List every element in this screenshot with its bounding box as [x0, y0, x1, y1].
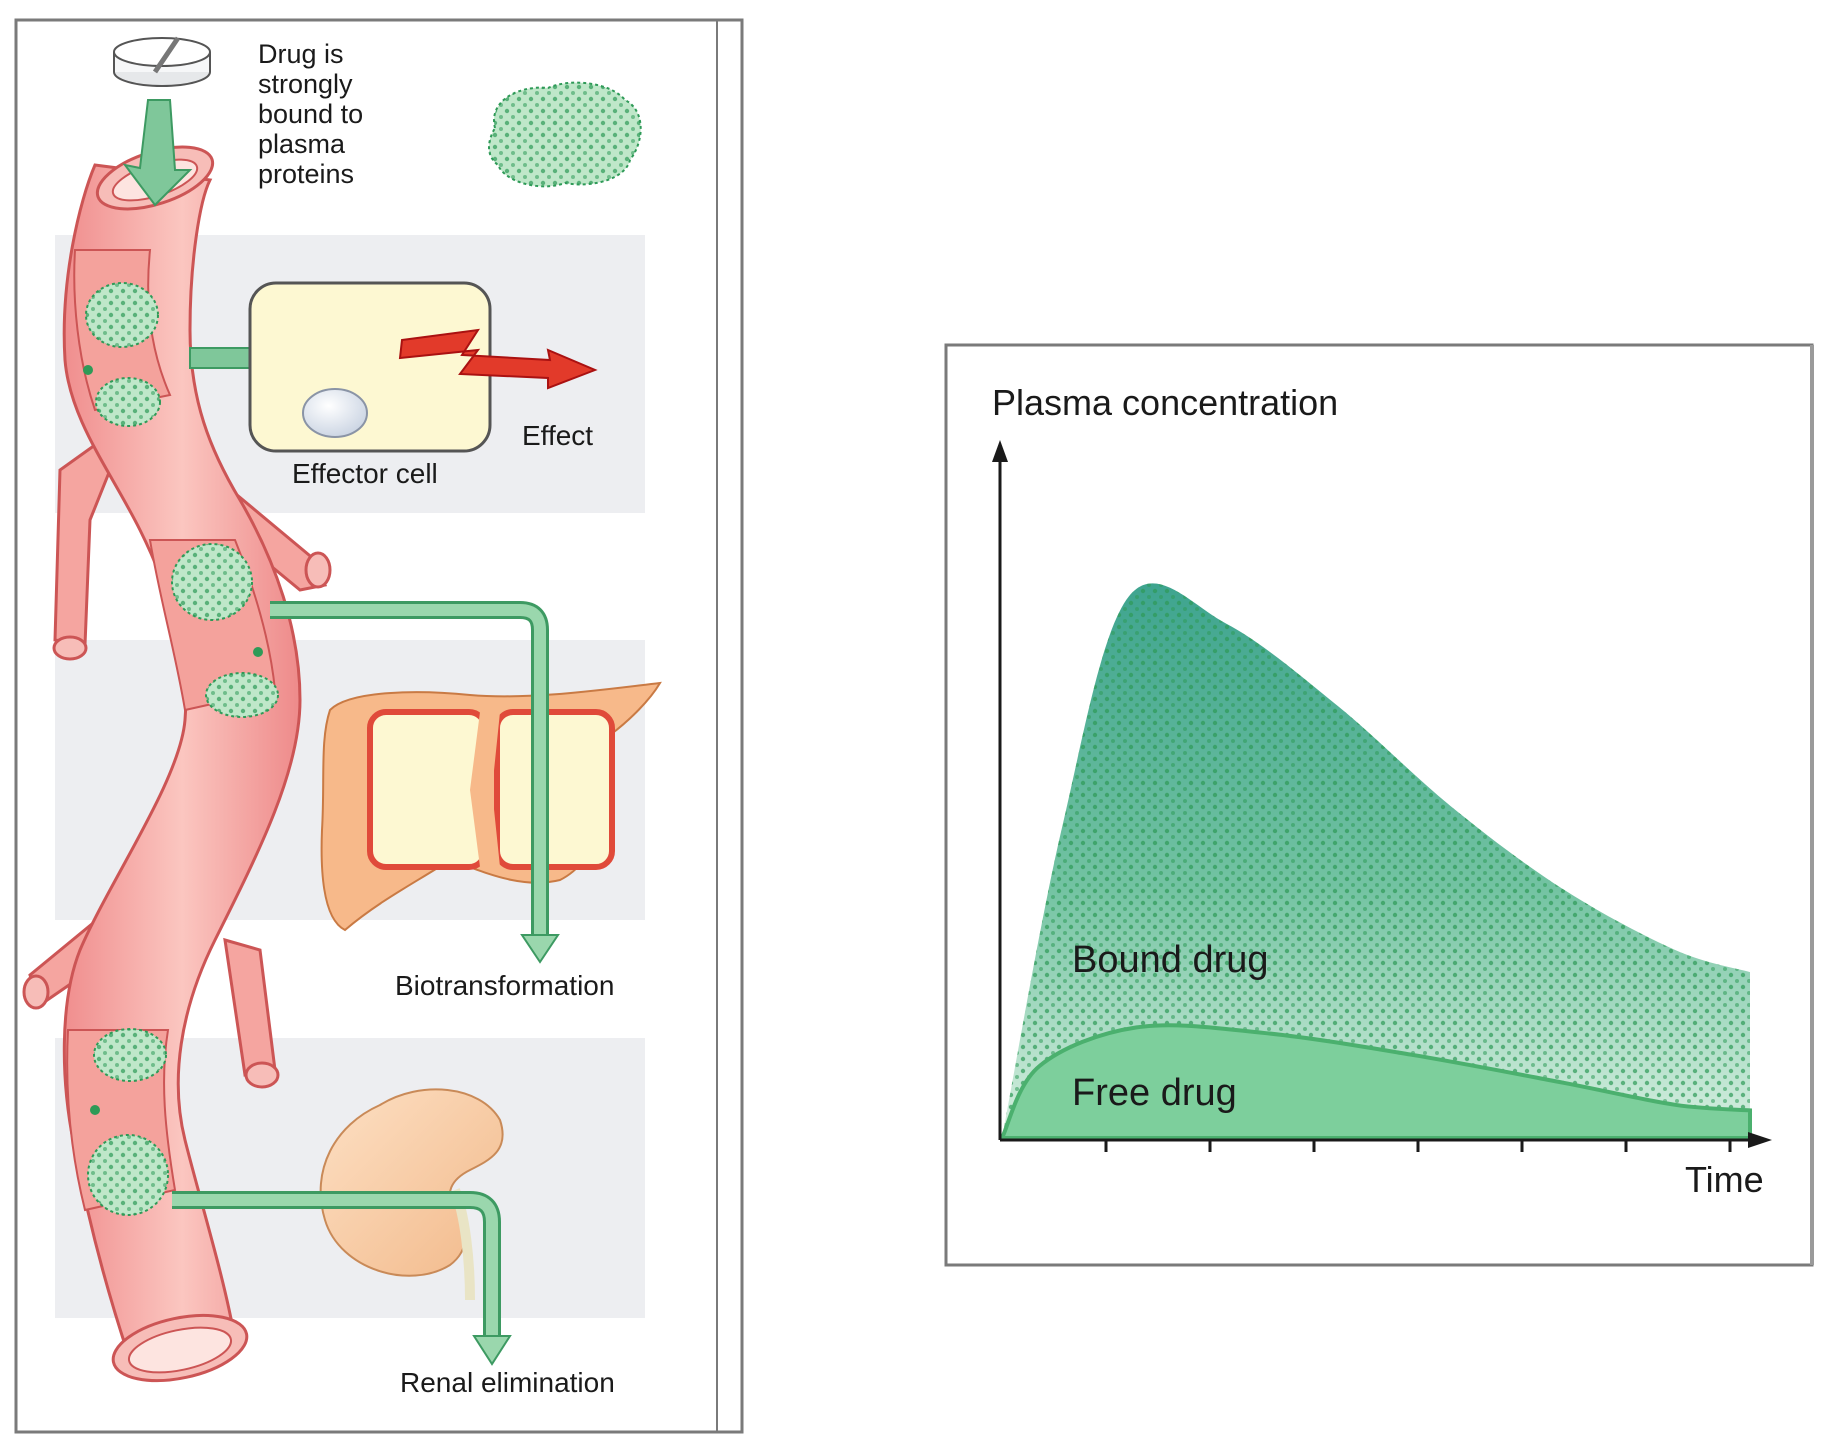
effect-label: Effect [522, 420, 593, 451]
caption-line-3: bound to [258, 99, 363, 129]
y-axis-arrowhead [992, 440, 1008, 462]
x-axis-arrowhead [1748, 1132, 1772, 1148]
caption-line-5: proteins [258, 159, 354, 189]
free-drug-label: Free drug [1072, 1072, 1237, 1114]
renal-arrow [172, 1194, 498, 1340]
vessel-protein-cluster-4 [205, 672, 279, 718]
caption-line-2: strongly [258, 69, 353, 99]
effector-connector [189, 347, 251, 369]
effect-lightning-icon [398, 328, 598, 390]
free-drug-area [998, 1023, 1752, 1140]
biotransformation-label: Biotransformation [395, 970, 614, 1001]
vessel-protein-cluster-5 [93, 1028, 167, 1082]
caption-line-1: Drug is [258, 39, 344, 69]
effector-cell: Effector cell Effect [189, 281, 598, 489]
y-axis-label: Plasma concentration [992, 382, 1338, 423]
renal-label: Renal elimination [400, 1367, 615, 1398]
effector-cell-body [248, 281, 492, 453]
bound-drug-label: Bound drug [1072, 939, 1269, 981]
plasma-protein-icon [488, 81, 642, 188]
pill-caption: Drug is strongly bound to plasma protein… [258, 39, 363, 189]
vessel-protein-cluster-1 [85, 282, 159, 348]
liver-icon [320, 681, 662, 932]
caption-line-4: plasma [258, 129, 346, 159]
bound-drug-dots [1002, 583, 1750, 1138]
effector-cell-label: Effector cell [292, 458, 438, 489]
right-panel: Plasma concentration Time Bound drug Fre… [944, 343, 1814, 1267]
vessel-protein-cluster-6 [87, 1134, 169, 1216]
vessel-protein-cluster-3 [171, 543, 253, 621]
vessel-protein-cluster-2 [95, 377, 161, 427]
blood-vessel [22, 145, 332, 1383]
chart-plot-area [998, 583, 1752, 1140]
x-axis-ticks [1104, 1140, 1732, 1152]
biotransformation-arrow [270, 604, 546, 940]
nucleus-icon [302, 388, 368, 438]
pill-icon [113, 36, 211, 87]
intake-arrow [122, 99, 193, 207]
left-panel: Drug is strongly bound to plasma protein… [14, 18, 744, 1434]
x-axis-label: Time [1685, 1159, 1764, 1200]
